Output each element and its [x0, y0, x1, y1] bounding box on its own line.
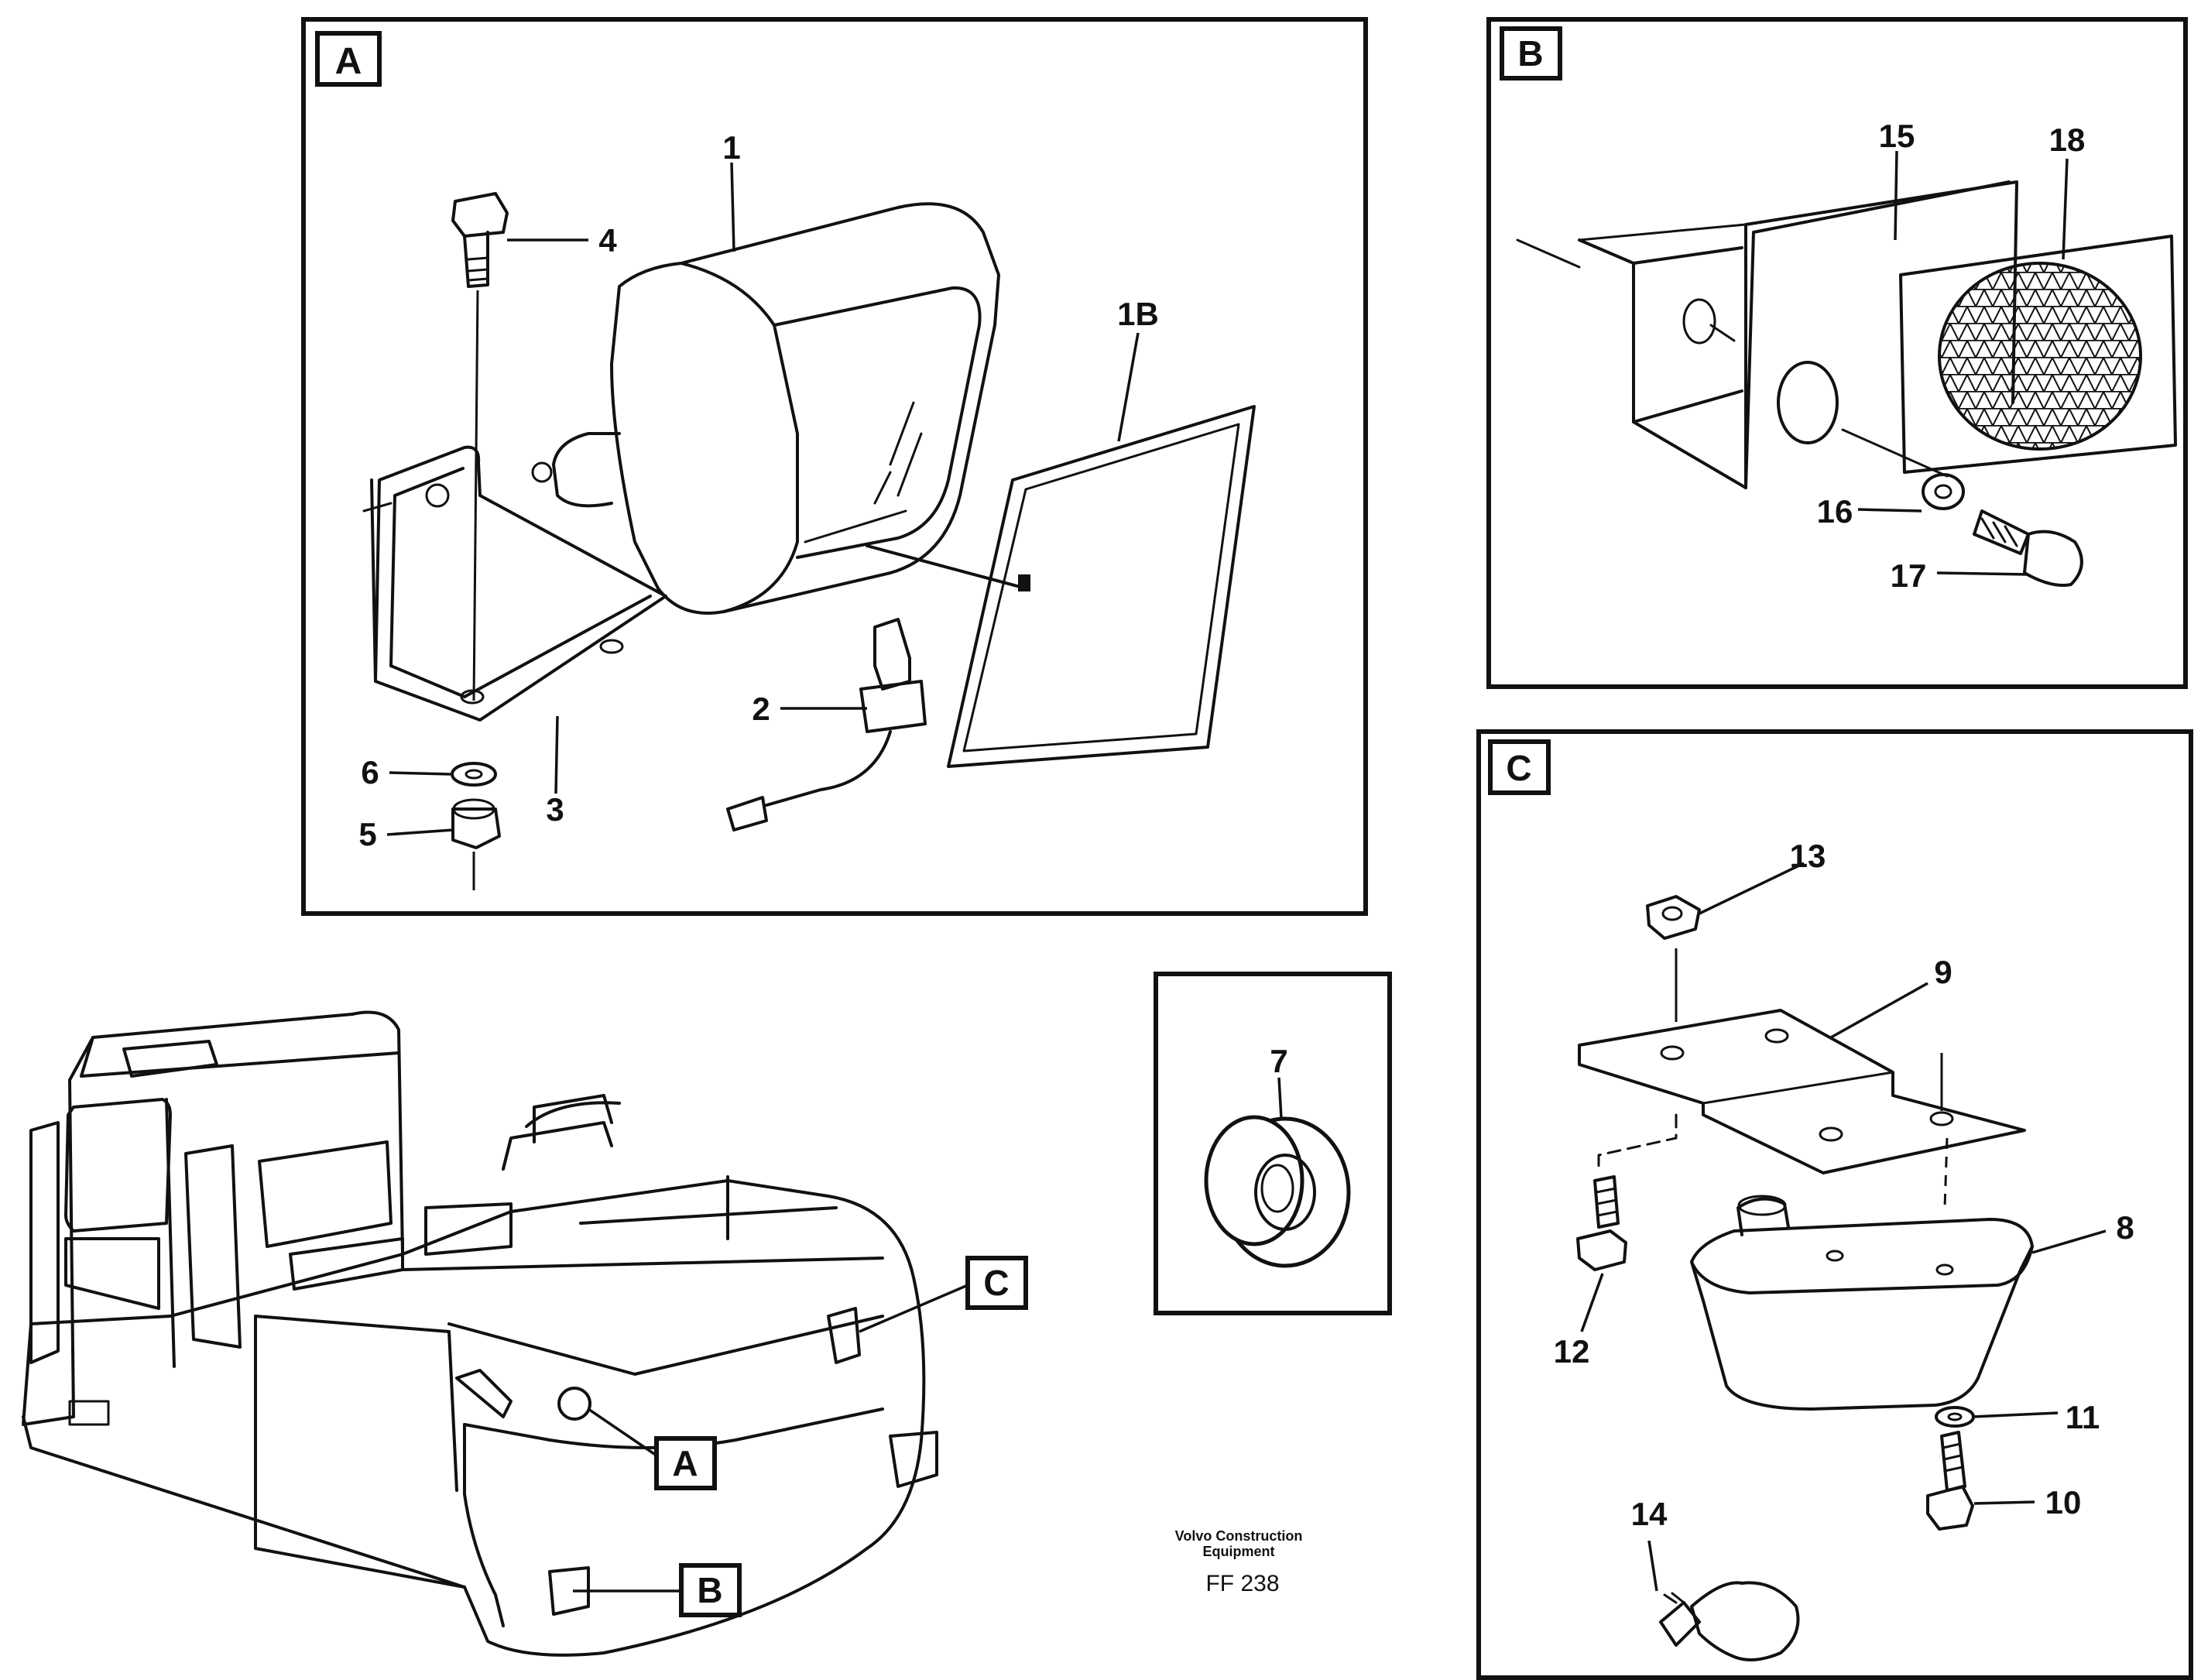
leader-15: [1894, 150, 1898, 241]
company-line-2: Equipment: [1203, 1544, 1275, 1559]
callout-7: 7: [1270, 1043, 1287, 1079]
callout-3: 3: [546, 791, 564, 828]
leader-3: [554, 715, 559, 794]
leader-10: [1973, 1500, 2035, 1505]
callout-9: 9: [1934, 954, 1952, 990]
callout-13: 13: [1790, 838, 1826, 874]
panel-c-frame: [1476, 729, 2193, 1680]
callout-1: 1: [722, 129, 740, 166]
grommet-7: [1204, 1115, 1351, 1268]
leader-12: [1580, 1273, 1604, 1332]
leader-7: [1277, 1077, 1283, 1119]
leader-8: [2031, 1229, 2107, 1254]
panel-b-letter: B: [1517, 33, 1543, 74]
callout-8: 8: [2116, 1209, 2134, 1246]
leader-1: [730, 162, 735, 252]
grommet-frame: [1154, 972, 1392, 1315]
leader-13: [1699, 862, 1805, 915]
washer-16: [1922, 473, 1965, 510]
panel-a-tag: [315, 31, 382, 87]
callout-4: 4: [598, 222, 617, 259]
callout-6: 6: [361, 754, 379, 790]
callout-17: 17: [1891, 557, 1927, 594]
washer-6: [451, 762, 497, 787]
callout-12: 12: [1554, 1333, 1590, 1370]
leader-5: [386, 828, 454, 836]
panel-c: C: [1476, 729, 2193, 1680]
footer: Volvo Construction Equipment FF 238: [1175, 1528, 1303, 1596]
lamp-glass-seal: [947, 405, 1256, 768]
machine-tag-c: C: [983, 1263, 1009, 1303]
panel-c-letter: C: [1506, 748, 1531, 788]
panel-b-tag: [1500, 26, 1562, 81]
callout-14: 14: [1631, 1496, 1668, 1532]
screw-17: [1973, 509, 2083, 587]
bolt-12: [1576, 1175, 1627, 1271]
washer-11: [1935, 1406, 1975, 1428]
machine-tag-a: A: [672, 1443, 698, 1483]
leader-6: [389, 771, 451, 776]
screw-10: [1926, 1431, 1974, 1531]
machine-tag-a-box: [654, 1436, 717, 1490]
figure-code: FF 238: [1205, 1571, 1279, 1596]
callout-2: 2: [752, 691, 770, 727]
nut-13: [1646, 895, 1701, 1022]
work-lamp-housing: [531, 202, 1030, 615]
panel-grommet: 7: [1154, 972, 1392, 1315]
company-line-1: Volvo Construction: [1175, 1528, 1303, 1544]
leader-1b: [1117, 332, 1140, 442]
bulb-14: [1659, 1581, 1800, 1661]
panel-a-frame: [301, 17, 1368, 916]
panel-a: A: [301, 17, 1368, 916]
panel-b: B: [1486, 17, 2188, 689]
callout-10: 10: [2045, 1484, 2082, 1521]
callout-5: 5: [358, 816, 376, 852]
callout-16: 16: [1817, 493, 1853, 530]
bulb-holder-2: [726, 618, 927, 831]
machine-tag-b-box: [679, 1563, 742, 1617]
machine-tag-b: B: [697, 1570, 722, 1610]
leader-9: [1830, 982, 1928, 1039]
leader-17: [1936, 571, 2029, 576]
panel-b-frame: [1486, 17, 2188, 689]
panel-c-tag: [1488, 739, 1551, 795]
leader-tag-a: [588, 1407, 657, 1457]
bolt-4: [451, 192, 509, 701]
callout-18: 18: [2049, 122, 2086, 158]
callout-1b: 1B: [1117, 296, 1159, 332]
machine-tag-c-box: [965, 1256, 1028, 1310]
lamp-bracket: [362, 445, 667, 722]
leader-14: [1647, 1540, 1658, 1592]
leader-18: [2062, 158, 2069, 260]
leader-11: [1972, 1411, 2059, 1418]
callout-11: 11: [2066, 1399, 2100, 1435]
leader-16: [1857, 508, 1922, 513]
reflector-18: [1899, 235, 2177, 474]
leader-tag-c: [859, 1284, 969, 1333]
panel-a-letter: A: [335, 41, 362, 82]
marker-lamp-8: [1690, 1195, 2034, 1411]
callout-15: 15: [1879, 118, 1915, 154]
mounting-plate-9: [1578, 1009, 2026, 1209]
excavator-overview: C A B: [22, 1010, 1028, 1657]
nut-5: [451, 798, 501, 890]
